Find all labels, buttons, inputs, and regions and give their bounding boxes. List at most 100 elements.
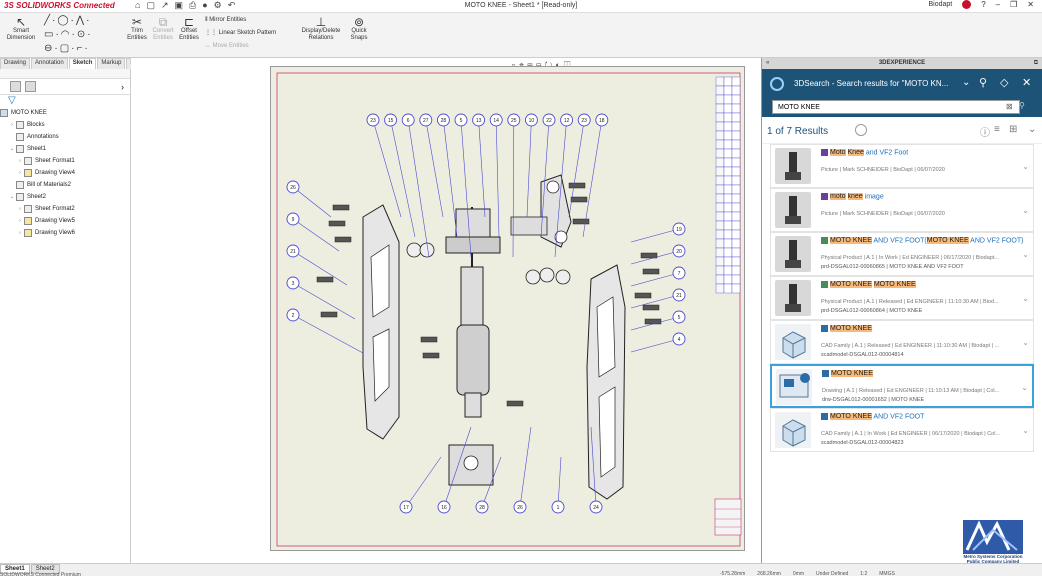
balloon[interactable]: 27	[419, 113, 444, 218]
tab-annotation[interactable]: Annotation	[31, 58, 68, 69]
balloon[interactable]: 23	[568, 113, 591, 218]
tree-item[interactable]: ⌄Sheet1	[0, 143, 130, 155]
grid-view-icon[interactable]: ⊞	[1009, 124, 1018, 135]
sheet-tab-sheet2[interactable]: Sheet2	[30, 564, 60, 574]
balloon[interactable]: 10	[524, 113, 538, 218]
balloon[interactable]: 28	[475, 456, 502, 514]
balloon[interactable]: 18	[582, 113, 609, 238]
user-name[interactable]: Biodapt	[928, 1, 953, 8]
balloon[interactable]: 26	[286, 180, 332, 218]
info-icon[interactable]: ⓘ	[980, 128, 990, 139]
search-result-item[interactable]: MOTO KNEE AND VF2 FOOT(MOTO KNEE AND VF2…	[770, 232, 1034, 276]
mirror-entities-button[interactable]: ⫴ Mirror Entities	[205, 17, 247, 23]
result-title[interactable]: MOTO KNEE	[822, 370, 1032, 378]
account-icon[interactable]	[962, 0, 972, 9]
balloon[interactable]: 23	[366, 113, 402, 218]
balloon[interactable]: 15	[384, 113, 416, 238]
chevron-down-icon[interactable]: ⌄	[1021, 383, 1028, 392]
balloon[interactable]: 26	[513, 426, 532, 514]
balloon[interactable]: 9	[286, 212, 340, 252]
result-title[interactable]: MOTO KNEE AND VF2 FOOT	[821, 413, 1031, 421]
balloon[interactable]: 24	[589, 426, 603, 514]
expand-toggle-icon[interactable]: ⌄	[9, 146, 15, 152]
history-icon[interactable]	[855, 124, 867, 136]
expand-toggle-icon[interactable]: ›	[19, 230, 21, 236]
help-icon[interactable]: ?	[981, 0, 986, 9]
expand-toggle-icon[interactable]: ⌄	[9, 194, 15, 200]
clear-search-icon[interactable]: ⊠	[1006, 102, 1013, 111]
chevron-down-icon[interactable]: ⌄	[1022, 338, 1029, 347]
balloon[interactable]: 5	[630, 310, 686, 331]
balloon[interactable]: 5	[454, 113, 472, 258]
feature-tree-tab-icon[interactable]	[10, 81, 21, 92]
chevron-down-icon[interactable]: ⌄	[1022, 426, 1029, 435]
tree-item[interactable]: ›Sheet Format1	[0, 155, 130, 167]
sketch-shape-tools[interactable]: ▭·◠·⊙·	[44, 29, 93, 40]
tag-icon[interactable]: ◇	[1000, 77, 1009, 89]
sort-icon[interactable]: ≡	[994, 124, 1000, 135]
sheet-tab-sheet1[interactable]: Sheet1	[0, 564, 30, 574]
pin-icon[interactable]: ⧉	[1033, 60, 1038, 66]
linear-sketch-pattern-button[interactable]: ⋮⋮ Linear Sketch Pattern	[205, 30, 277, 36]
tree-item[interactable]: ›Sheet Format2	[0, 203, 130, 215]
balloon[interactable]: 14	[489, 113, 503, 238]
print-icon[interactable]: ⎙	[189, 0, 197, 10]
save-icon[interactable]: ▣	[174, 0, 184, 10]
chevron-down-icon[interactable]: ⌄	[1022, 294, 1029, 303]
chevron-down-icon[interactable]: ⌄	[962, 77, 971, 88]
feature-manager-splitter[interactable]	[0, 69, 130, 79]
balloon[interactable]: 21	[630, 288, 686, 309]
expand-toggle-icon[interactable]: ›	[19, 170, 21, 176]
heads-up-view-toolbar[interactable]: ⌕⌖⊞⊟↻◐◫	[511, 60, 574, 70]
options-icon[interactable]: ⚙	[213, 0, 222, 10]
graphics-area[interactable]: ⌕⌖⊞⊟↻◐◫	[131, 58, 761, 563]
chevron-right-icon[interactable]: ›	[121, 81, 124, 92]
home-icon[interactable]: ⌂	[135, 0, 141, 10]
balloon[interactable]: 28	[436, 113, 458, 238]
balloon[interactable]: 16	[437, 426, 472, 514]
expand-results-icon[interactable]: ⌄	[1028, 124, 1037, 135]
expand-toggle-icon[interactable]: ›	[11, 122, 13, 128]
chevron-down-icon[interactable]: ⌄	[1022, 250, 1029, 259]
filter-icon[interactable]: ▽	[8, 95, 16, 106]
close-button[interactable]: ✕	[1027, 0, 1034, 9]
solidworks-logo[interactable]: 3S SOLIDWORKS Connected	[4, 1, 115, 10]
property-manager-tab-icon[interactable]	[25, 81, 36, 92]
tree-root[interactable]: MOTO KNEE	[0, 107, 130, 119]
balloon[interactable]: 25	[507, 113, 521, 258]
undo-icon[interactable]: ↶	[227, 0, 236, 10]
tree-item[interactable]: ⌄Sheet2	[0, 191, 130, 203]
expand-toggle-icon[interactable]: ›	[19, 206, 21, 212]
tree-item[interactable]: Bill of Materials2	[0, 179, 130, 191]
trim-entities-button[interactable]: ✂ Trim Entities	[124, 16, 150, 42]
tab-sketch[interactable]: Sketch	[68, 58, 97, 69]
expand-toggle-icon[interactable]: ›	[19, 158, 21, 164]
balloon[interactable]: 19	[630, 222, 686, 243]
balloon[interactable]: 7	[630, 266, 686, 287]
new-document-icon[interactable]: ▢	[146, 0, 155, 10]
tree-item[interactable]: ›Drawing View6	[0, 227, 130, 239]
display-delete-relations-button[interactable]: ⊥ Display/Delete Relations	[298, 16, 344, 42]
result-title[interactable]: moto knee image	[821, 193, 1031, 201]
close-search-icon[interactable]: ✕	[1022, 77, 1032, 89]
balloon[interactable]: 21	[286, 244, 348, 286]
compass-icon[interactable]	[770, 77, 784, 91]
expand-toggle-icon[interactable]: ›	[19, 218, 21, 224]
sketch-misc-tools[interactable]: ⊖·▢·⌐·	[44, 43, 90, 54]
search-input[interactable]	[772, 100, 1020, 114]
chevron-down-icon[interactable]: ⌄	[1022, 162, 1029, 171]
balloon[interactable]: 1	[551, 456, 565, 514]
balloon[interactable]: 22	[540, 113, 556, 238]
offset-entities-button[interactable]: ⊏ Offset Entities	[176, 16, 202, 42]
tree-item[interactable]: ›Drawing View5	[0, 215, 130, 227]
search-submit-icon[interactable]: ⚲	[1019, 101, 1025, 110]
convert-entities-button[interactable]: ⧉ Convert Entities	[150, 16, 176, 42]
tab-markup[interactable]: Markup	[97, 58, 126, 69]
tree-item[interactable]: Annotations	[0, 131, 130, 143]
